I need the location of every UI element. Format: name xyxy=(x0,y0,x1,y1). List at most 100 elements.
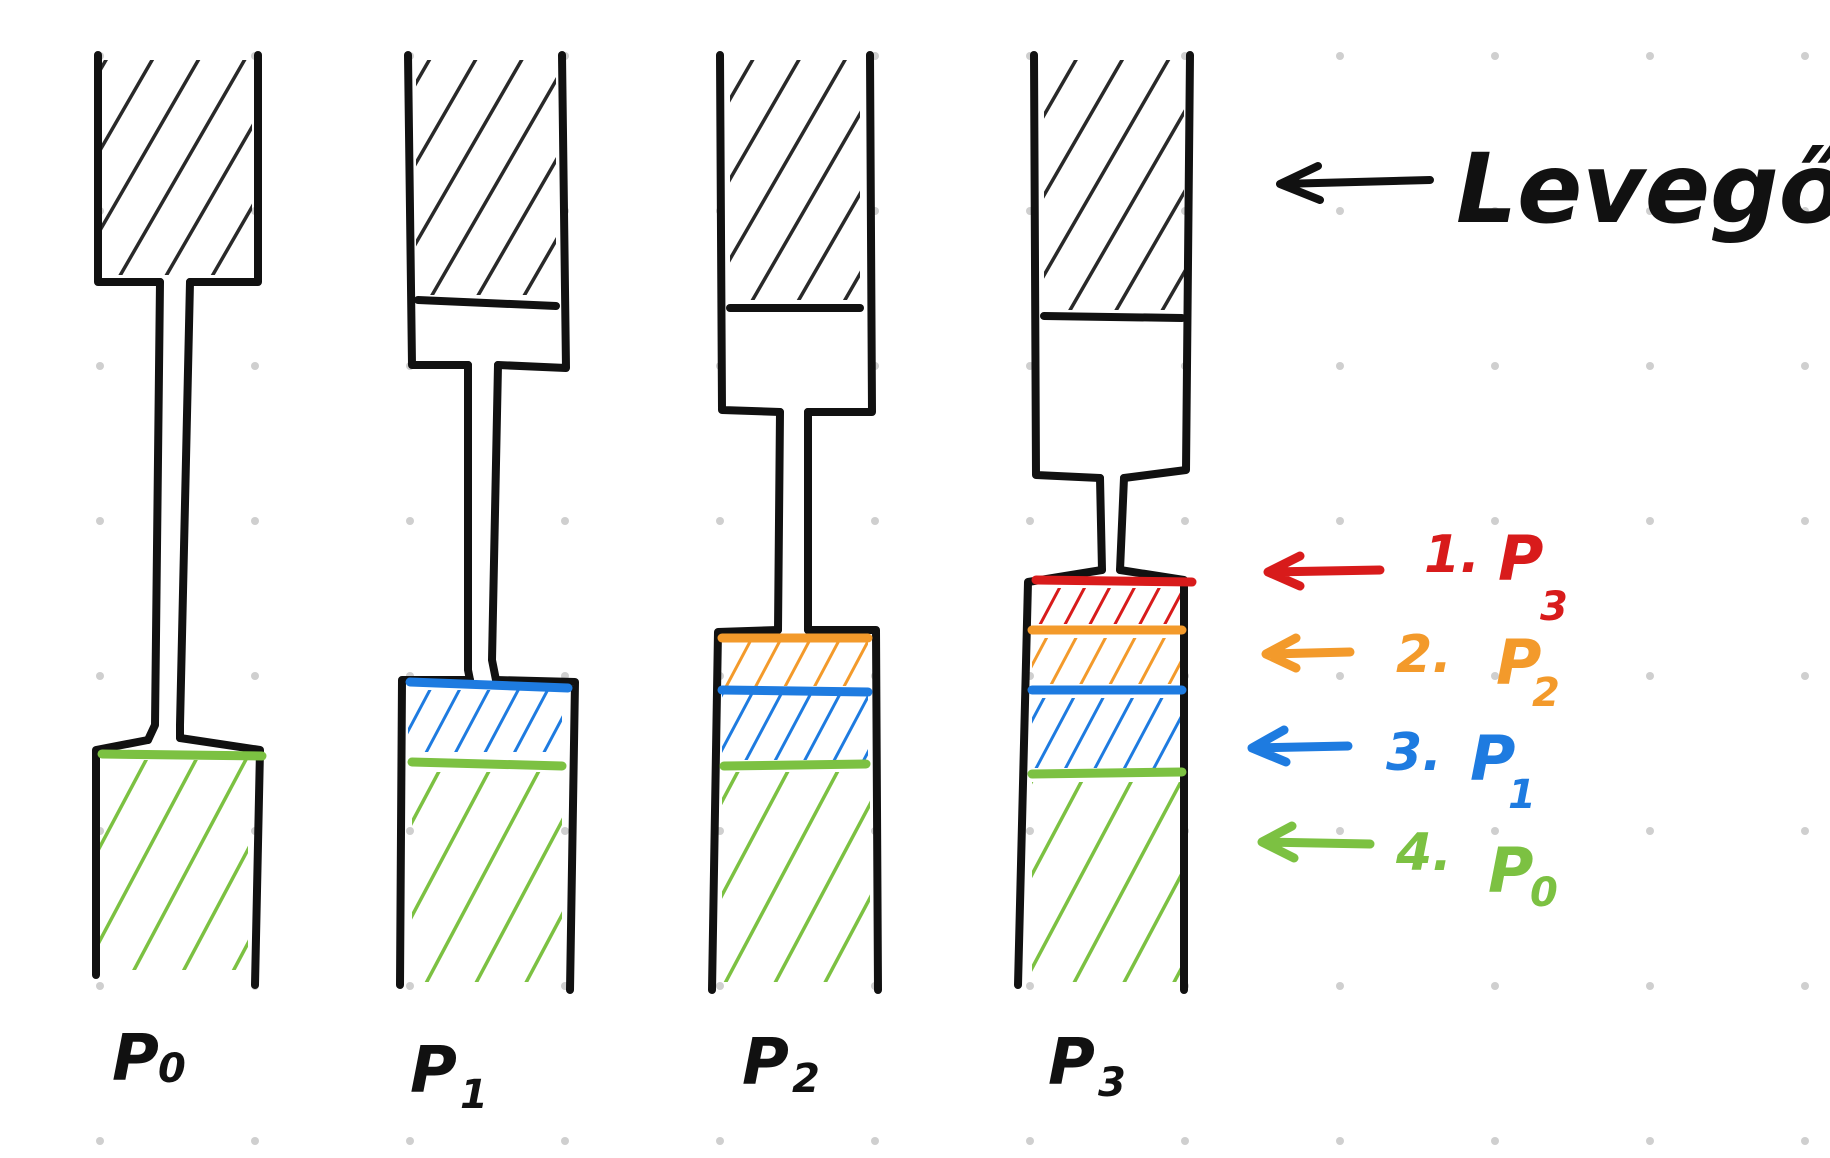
piston-rod xyxy=(464,361,502,684)
grid-dot xyxy=(1801,672,1809,680)
orange-layer-hatch xyxy=(722,640,868,686)
air-hatch xyxy=(1044,60,1184,310)
grid-dot xyxy=(1026,517,1034,525)
blue-line xyxy=(405,677,573,693)
legend-item-orange: 2. P 2 xyxy=(1261,625,1560,716)
grid-dot xyxy=(1491,517,1499,525)
grid-dot xyxy=(1646,672,1654,680)
grid-dot xyxy=(1801,362,1809,370)
grid-dot xyxy=(1181,1137,1189,1145)
grid-dot xyxy=(1646,982,1654,990)
grid-dot xyxy=(1491,362,1499,370)
grid-dot xyxy=(1646,517,1654,525)
grid-dot xyxy=(561,517,569,525)
orange-layer-hatch xyxy=(1032,638,1182,684)
grid-dot xyxy=(871,1137,879,1145)
piston-plate xyxy=(1040,312,1186,322)
grid-dot xyxy=(1336,672,1344,680)
grid-dot xyxy=(1801,207,1809,215)
grid-dot xyxy=(1491,827,1499,835)
grid-dot xyxy=(1646,1137,1654,1145)
grid-dot xyxy=(1646,52,1654,60)
legend-main: P xyxy=(1496,626,1541,699)
label-sub: 0 xyxy=(158,1046,186,1092)
grid-dot xyxy=(406,517,414,525)
grid-dot xyxy=(96,982,104,990)
air-hatch xyxy=(416,60,556,295)
grid-dot xyxy=(1336,207,1344,215)
blue-layer-hatch xyxy=(722,694,868,760)
grid-dot xyxy=(1801,982,1809,990)
grid-dot xyxy=(1801,52,1809,60)
blue-layer-hatch xyxy=(1032,698,1182,768)
arrow-left-icon xyxy=(1263,551,1385,591)
grid-dot xyxy=(1336,52,1344,60)
blue-line xyxy=(717,685,873,697)
grid-dot xyxy=(251,672,259,680)
column-p1: P 1 xyxy=(396,51,579,1118)
legend-number: 2. xyxy=(1396,625,1452,685)
grid-dot xyxy=(1026,1137,1034,1145)
label-sub: 1 xyxy=(460,1072,488,1118)
legend: 1. P 3 2. P 2 3. P 1 4. P 0 xyxy=(1247,522,1568,916)
grid-dot xyxy=(1801,517,1809,525)
green-layer-hatch xyxy=(412,772,562,982)
grid-dot xyxy=(1801,827,1809,835)
legend-sub: 2 xyxy=(1532,670,1560,716)
grid-dot xyxy=(1336,827,1344,835)
upper-cylinder xyxy=(94,51,262,286)
legend-number: 1. xyxy=(1424,525,1480,585)
grid-dot xyxy=(1491,982,1499,990)
blue-layer-hatch xyxy=(408,690,562,752)
green-line xyxy=(719,759,871,771)
legend-sub: 1 xyxy=(1508,772,1536,818)
grid-dot xyxy=(1491,52,1499,60)
legend-main: P xyxy=(1488,834,1533,907)
legend-item-red: 1. P 3 xyxy=(1263,522,1568,630)
arrow-left-icon xyxy=(1261,633,1355,673)
grid-dot xyxy=(1646,827,1654,835)
legend-main: P xyxy=(1498,522,1543,595)
grid-dot xyxy=(1181,517,1189,525)
green-layer-hatch xyxy=(722,772,870,982)
grid-dot xyxy=(406,982,414,990)
label-main: P xyxy=(410,1034,457,1108)
air-label: Levegő xyxy=(1456,133,1830,245)
piston-rod xyxy=(1096,474,1128,574)
grid-dot xyxy=(96,517,104,525)
piston-rod xyxy=(144,278,194,744)
label-sub: 3 xyxy=(1098,1060,1126,1106)
grid-dot xyxy=(1801,1137,1809,1145)
grid-dot xyxy=(561,1137,569,1145)
label-main: P xyxy=(112,1022,159,1096)
grid-dot xyxy=(1646,362,1654,370)
grid-dot xyxy=(716,1137,724,1145)
arrow-left-icon xyxy=(1247,725,1353,767)
grid-dot xyxy=(1336,982,1344,990)
grid-dot xyxy=(251,517,259,525)
piston-rod xyxy=(774,408,812,634)
piston-plate xyxy=(414,296,560,310)
grid-dot xyxy=(1336,1137,1344,1145)
grid-dot xyxy=(1336,517,1344,525)
label-main: P xyxy=(1048,1026,1095,1100)
legend-main: P xyxy=(1470,722,1515,795)
grid-dot xyxy=(1646,207,1654,215)
legend-item-green: 4. P 0 xyxy=(1257,821,1558,916)
label-main: P xyxy=(742,1026,789,1100)
legend-number: 3. xyxy=(1386,723,1442,783)
legend-sub: 3 xyxy=(1540,584,1568,630)
upper-cylinder xyxy=(1030,51,1194,482)
upper-cylinder xyxy=(404,51,570,372)
column-p2: P 2 xyxy=(708,51,882,1102)
green-layer-hatch xyxy=(100,760,248,970)
grid-dot xyxy=(406,1137,414,1145)
green-line xyxy=(1027,767,1187,779)
lower-cylinder xyxy=(708,626,882,994)
grid-dot xyxy=(561,827,569,835)
red-line xyxy=(1031,575,1197,587)
grid-dot xyxy=(1491,207,1499,215)
legend-number: 4. xyxy=(1395,823,1452,883)
grid-dot xyxy=(716,982,724,990)
